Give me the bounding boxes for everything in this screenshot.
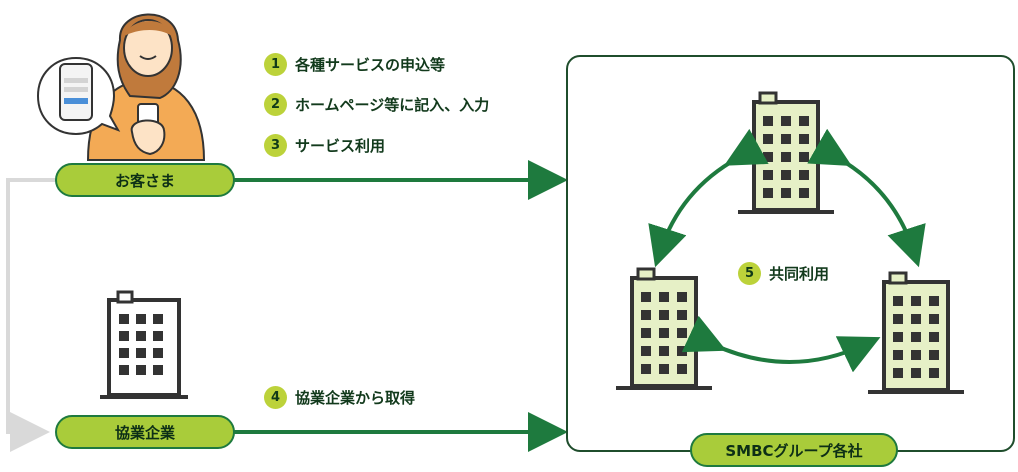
step-4-label: 協業企業から取得 — [295, 389, 416, 407]
arrow-left-right — [681, 315, 881, 373]
smbc-group-node: SMBCグループ各社 — [690, 433, 898, 467]
smbc-building-right — [866, 271, 966, 394]
person-with-phone-icon — [86, 13, 206, 161]
phone-screen-bubble-icon — [36, 56, 121, 136]
step-4: 4 協業企業から取得 — [264, 386, 415, 409]
step-2: 2 ホームページ等に記入、入力 — [264, 93, 489, 116]
step-1-number: 1 — [264, 53, 287, 76]
step-3-number: 3 — [264, 134, 287, 157]
step-5-label: 共同利用 — [769, 265, 830, 283]
step-2-number: 2 — [264, 93, 287, 116]
customer-partner-connector — [6, 178, 56, 452]
partner-node: 協業企業 — [55, 415, 235, 449]
step-3: 3 サービス利用 — [264, 134, 385, 157]
arrow-top-right — [807, 128, 926, 268]
step-5-number: 5 — [738, 262, 761, 285]
step-4-number: 4 — [264, 386, 287, 409]
step-1-label: 各種サービスの申込等 — [295, 56, 446, 74]
arrow-top-left — [648, 128, 769, 268]
step-2-label: ホームページ等に記入、入力 — [295, 96, 490, 114]
building-icon — [100, 290, 188, 399]
step-1: 1 各種サービスの申込等 — [264, 53, 445, 76]
smbc-building-top — [736, 91, 836, 214]
step-3-label: サービス利用 — [295, 137, 386, 155]
step-5: 5 共同利用 — [738, 262, 829, 285]
customer-node: お客さま — [55, 163, 235, 197]
smbc-building-left — [614, 267, 714, 390]
